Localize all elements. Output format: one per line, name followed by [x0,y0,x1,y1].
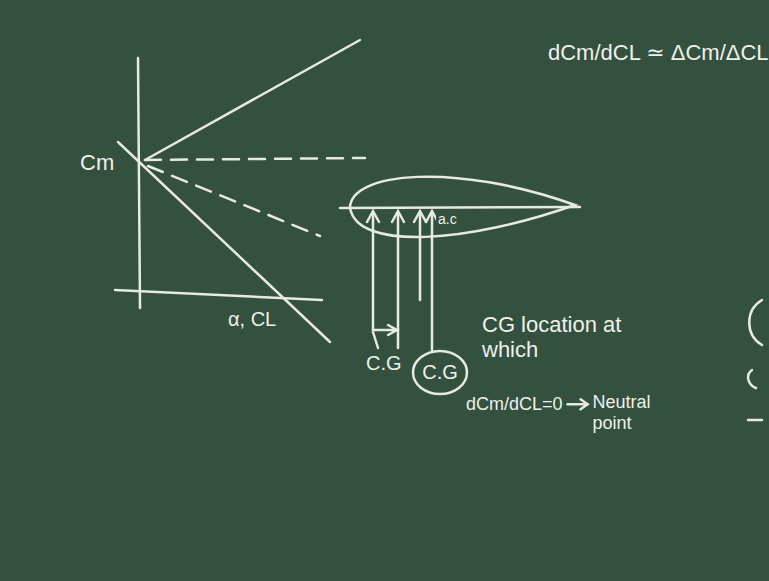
arrow-head [388,325,397,335]
neutral-line [145,158,365,160]
circled-label: C.G [411,349,469,396]
cm-axis [138,58,140,308]
chalk-label: Neutral point [593,392,673,433]
board-edge-mark [748,370,756,388]
arrow-head [367,211,379,222]
weak-line [148,166,320,236]
cg-arrow [426,211,438,351]
force-arrow [419,212,422,300]
chalk-label: CG location at which [482,312,642,363]
chord-line [340,207,580,208]
chalk-label: α, CL [228,308,276,331]
cg-leader [373,332,378,348]
stable-line [145,40,360,160]
chalk-label: dCm/dCL ≃ ΔCm/ΔCL [548,40,769,65]
implies-arrow [568,399,588,409]
chalk-label: a.c [436,211,459,227]
node-text: C.G [411,361,469,384]
shift-bracket [373,329,396,332]
arrow-head [414,211,426,222]
chalk-label: Cm [80,150,114,175]
steep-line [118,142,330,342]
chalk-label: C.G [366,352,402,375]
force-arrow [397,212,400,348]
board-edge-mark [749,300,762,345]
arrow-head [392,211,404,222]
board-edge-mark [748,419,762,422]
chalk-label: dCm/dCL=0 [466,394,563,415]
force-arrow [372,212,375,330]
alpha-axis [115,290,322,300]
